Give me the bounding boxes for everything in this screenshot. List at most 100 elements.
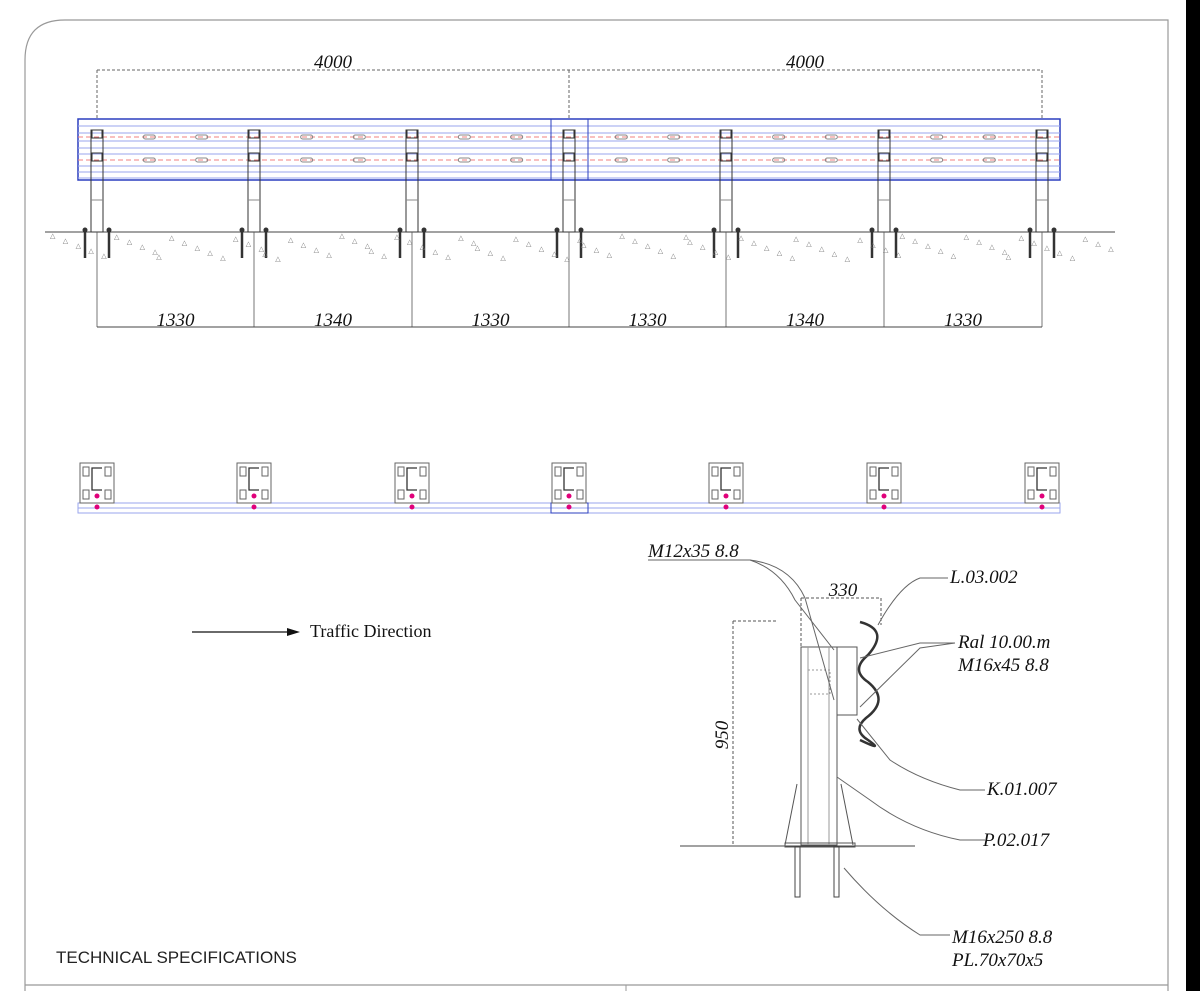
gravel-mark: △ [1095, 240, 1101, 248]
gravel-mark: △ [1057, 249, 1063, 257]
gravel-mark: △ [1031, 239, 1037, 247]
spacer-block [836, 646, 858, 716]
callout-rail-code: L.03.002 [949, 567, 1018, 588]
plan-post-base [394, 462, 430, 510]
section-width-dimension: 330 [828, 580, 858, 601]
gravel-mark: △ [262, 250, 268, 258]
gravel-mark: △ [352, 237, 358, 245]
post-spacing-dimension: 1340 [314, 310, 353, 331]
gravel-mark: △ [738, 234, 744, 242]
gravel-mark: △ [314, 246, 320, 254]
plan-post-base [79, 462, 115, 510]
plan-view [77, 462, 1061, 514]
gravel-mark: △ [819, 245, 825, 253]
gravel-mark: △ [513, 235, 519, 243]
gravel-mark: △ [220, 254, 226, 262]
gravel-mark: △ [407, 238, 413, 246]
gravel-mark: △ [433, 248, 439, 256]
traffic-direction-label: Traffic Direction [310, 621, 431, 641]
gravel-mark: △ [900, 232, 906, 240]
gravel-mark: △ [326, 251, 332, 259]
gravel-mark: △ [369, 247, 375, 255]
gravel-mark: △ [552, 250, 558, 258]
post-profile [800, 646, 838, 846]
w-beam-profile [857, 620, 880, 748]
gravel-mark: △ [607, 251, 613, 259]
gravel-mark: △ [471, 239, 477, 247]
gravel-mark: △ [182, 239, 188, 247]
gravel-mark: △ [88, 247, 94, 255]
gravel-mark: △ [140, 243, 146, 251]
gravel-mark: △ [1044, 244, 1050, 252]
gravel-mark: △ [1070, 254, 1076, 262]
gravel-mark: △ [700, 243, 706, 251]
gravel-mark: △ [1002, 248, 1008, 256]
gravel-mark: △ [420, 243, 426, 251]
gravel-mark: △ [581, 241, 587, 249]
gravel-mark: △ [687, 238, 693, 246]
post [397, 129, 524, 327]
post-spacing-dimension: 1330 [157, 310, 196, 331]
gravel-mark: △ [1083, 235, 1089, 243]
post [554, 129, 681, 327]
drawing-frame [24, 19, 1169, 991]
gravel-mark: △ [619, 232, 625, 240]
gravel-mark: △ [1019, 234, 1025, 242]
gravel-mark: △ [870, 241, 876, 249]
gravel-mark: △ [845, 255, 851, 263]
gravel-mark: △ [50, 232, 56, 240]
gravel-mark: △ [301, 241, 307, 249]
gravel-mark: △ [713, 248, 719, 256]
gravel-mark: △ [645, 242, 651, 250]
gravel-mark: △ [658, 247, 664, 255]
rail-outline [77, 118, 1061, 181]
post [82, 129, 209, 327]
post [1027, 129, 1057, 327]
w-beam-rail [77, 118, 1061, 181]
gravel-mark: △ [259, 245, 265, 253]
gravel-mark: △ [500, 254, 506, 262]
post [869, 129, 996, 327]
gravel-mark: △ [127, 238, 133, 246]
gravel-mark: △ [156, 253, 162, 261]
gravel-mark: △ [683, 233, 689, 241]
callout-bolt-m12x35: M12x35 8.8 [647, 541, 739, 562]
technical-specifications-heading: TECHNICAL SPECIFICATIONS [56, 948, 297, 967]
post-spacing-dimension: 1330 [944, 310, 983, 331]
gravel-mark: △ [233, 235, 239, 243]
post-spacing-dimension: 1340 [786, 310, 825, 331]
callout-bolt-m16x45: M16x45 8.8 [957, 655, 1049, 676]
section-height-dimension: 950 [712, 720, 733, 749]
gravel-mark: △ [564, 255, 570, 263]
gravel-mark: △ [526, 240, 532, 248]
gravel-mark: △ [938, 247, 944, 255]
plan-post-base [1024, 462, 1060, 510]
gravel-mark: △ [883, 246, 889, 254]
gravel-mark: △ [458, 234, 464, 242]
gravel-mark: △ [475, 244, 481, 252]
gravel-mark: △ [246, 240, 252, 248]
callout-anchor-bolt: M16x250 8.8 [951, 927, 1053, 948]
gravel-mark: △ [169, 234, 175, 242]
gravel-mark: △ [207, 249, 213, 257]
gravel-mark: △ [751, 239, 757, 247]
gravel-mark: △ [381, 252, 387, 260]
gravel-mark: △ [777, 249, 783, 257]
dimension-4000-right: 4000 [786, 52, 825, 73]
plan-post-base [551, 462, 587, 510]
traffic-direction-arrow [192, 628, 300, 636]
gravel-mark: △ [951, 252, 957, 260]
gravel-mark: △ [976, 238, 982, 246]
gravel-mark: △ [1006, 253, 1012, 261]
gravel-mark: △ [539, 245, 545, 253]
gravel-mark: △ [114, 233, 120, 241]
callout-base-plate: PL.70x70x5 [951, 950, 1043, 971]
gravel-mark: △ [896, 251, 902, 259]
gravel-mark: △ [445, 253, 451, 261]
plan-post-base [236, 462, 272, 510]
callout-spacer: K.01.007 [986, 779, 1058, 800]
post [711, 129, 838, 327]
gravel-mark: △ [101, 252, 107, 260]
gravel-mark: △ [632, 237, 638, 245]
